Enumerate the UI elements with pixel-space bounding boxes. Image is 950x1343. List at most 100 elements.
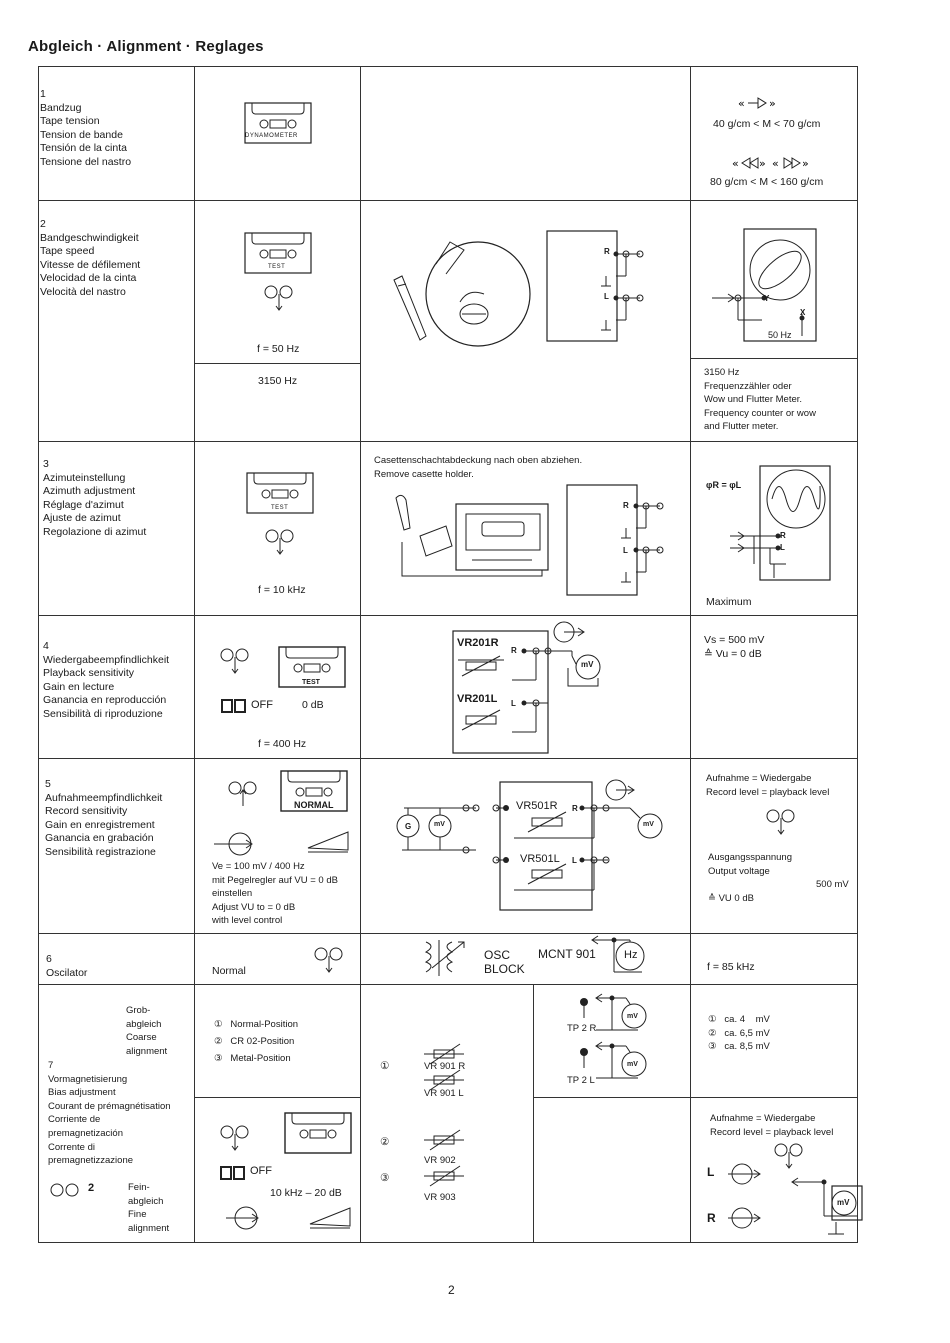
record-level-icons [226,1206,351,1230]
millivoltmeter-label: mV [643,821,654,828]
oscillator-mode: Normal [212,965,246,977]
millivoltmeter-label: mV [627,1061,638,1068]
l-label: L [511,699,516,708]
l-label: L [623,546,628,555]
scope-hz-label: 50 Hz [768,330,792,340]
tension-spec-1: 40 g/cm < M < 70 g/cm [713,118,821,130]
r-label: R [511,646,517,655]
dolby-icon [221,699,246,713]
frequency-counter [591,935,645,973]
playback-spec: Vs = 500 mV ≙ Vu = 0 dB [704,634,765,660]
generator-label: G [405,822,412,831]
dolby-state: OFF [251,699,273,711]
l-label: L [780,543,785,552]
cassette-icon [278,646,346,688]
cassette-label: TEST [268,264,286,270]
record-note: Ve = 100 mV / 400 Hz mit Pegelregler auf… [212,861,338,927]
oscillator-coil-symbol [424,940,465,976]
svg-text:»: » [769,97,776,110]
playback-frequency: f = 400 Hz [258,738,307,750]
page-number: 2 [448,1283,455,1297]
tp2l-label: TP 2 L [567,1075,595,1086]
dolby-state: OFF [250,1165,272,1177]
svg-text:»: » [759,157,766,170]
cassette-icon [246,472,314,514]
scope-y-label: Y [764,294,770,303]
play-head-icon [766,809,795,835]
play-head-icon [774,1143,803,1169]
azimuth-frequency: f = 10 kHz [258,584,306,596]
test-frequency: f = 50 Hz [257,343,300,355]
cassette-label: TEST [271,505,289,511]
vr201l-label: VR201L [457,693,498,705]
bias-levels: ① ca. 4 mV ② ca. 6,5 mV ③ ca. 8,5 mV [708,1014,770,1053]
r-label: R [623,501,629,510]
r-label: R [780,531,786,540]
azimuth-instruction: Casettenschachtabdeckung nach oben abzie… [374,455,583,480]
output-meter-circuit [728,1163,863,1235]
oscilloscope-lissajous [712,228,817,342]
wind-symbol-icon: « » « » [732,157,809,170]
play-head-icon [265,529,294,555]
right-channel-label: R [707,1211,716,1225]
section-1-label: 1 Bandzug Tape tension Tension de bande … [40,88,132,168]
flywheel-adjustment-drawing [393,241,531,347]
record-level-icons [214,831,349,856]
vr902-label: VR 902 [424,1155,456,1166]
db-level: 0 dB [302,699,324,711]
vr901-label: VR 901 R VR 901 L [424,1061,466,1100]
r-label: R [572,804,578,813]
dolby-icon [220,1166,245,1180]
play-symbol-icon: « » [738,97,776,110]
millivoltmeter-label: mV [627,1013,638,1020]
test-point-meters [580,993,647,1079]
playback-circuit [452,621,601,754]
mcnt-label: MCNT 901 [538,947,596,961]
cassette-label: NORMAL [294,800,334,810]
record-spec-vu: ≙ VU 0 dB [708,893,754,904]
cassette-label: TEST [302,679,320,686]
counter-unit: Hz [624,949,638,961]
record-spec-1: Aufnahme = Wiedergabe Record level = pla… [706,773,830,798]
tp2r-label: TP 2 R [567,1023,597,1034]
head-pair-icon [50,1183,79,1197]
bias-range: 10 kHz – 20 dB [270,1187,342,1199]
coarse-alignment-label: Grob- abgleich Coarse alignment [126,1005,168,1057]
section-4-label: 4 Wiedergabeempfindlichkeit Playback sen… [43,640,170,720]
bias-step-2: ② [380,1136,390,1148]
play-head-icon [314,947,343,973]
section-3-label: 3 Azimuteinstellung Azimuth adjustment R… [43,458,147,538]
cassette-icon [280,770,348,812]
cassette-icon [244,232,312,274]
svg-text:«: « [732,157,739,170]
l-label: L [572,856,577,865]
play-head-icon [264,285,293,311]
fine-alignment-label: Fein- abgleich Fine alignment [128,1182,170,1234]
svg-text:»: » [802,157,809,170]
phase-condition: φR = φL [706,480,742,490]
bias-trimmer-symbols [424,1043,464,1187]
svg-text:«: « [738,97,745,110]
position-normal: ① Normal-Position [214,1019,299,1030]
cassette-icon [284,1112,352,1154]
millivoltmeter-label: mV [837,1198,850,1207]
circuit-test-points [546,230,644,342]
position-metal: ③ Metal-Position [214,1053,291,1064]
section-2-label: 2 Bandgeschwindigkeit Tape speed Vitesse… [40,218,141,298]
l-label: L [604,292,609,301]
page-title: Abgleich · Alignment · Reglages [28,38,264,55]
vr903-label: VR 903 [424,1192,456,1203]
record-spec-2: Ausgangsspannung Output voltage [708,852,792,877]
speed-frequency: 3150 Hz [258,375,298,387]
record-spec-voltage: 500 mV [816,879,849,890]
bias-step-3: ③ [380,1172,390,1184]
vr501r-label: VR501R [516,800,558,812]
circuit-test-points [566,484,664,596]
osc-block-label: OSC BLOCK [484,948,525,976]
millivoltmeter-label: mV [434,821,445,828]
bias-step-1: ① [380,1060,390,1072]
azimuth-result: Maximum [706,596,752,608]
cassette-holder-drawing [395,494,549,577]
left-channel-label: L [707,1165,715,1179]
oscilloscope-sine [730,465,831,581]
